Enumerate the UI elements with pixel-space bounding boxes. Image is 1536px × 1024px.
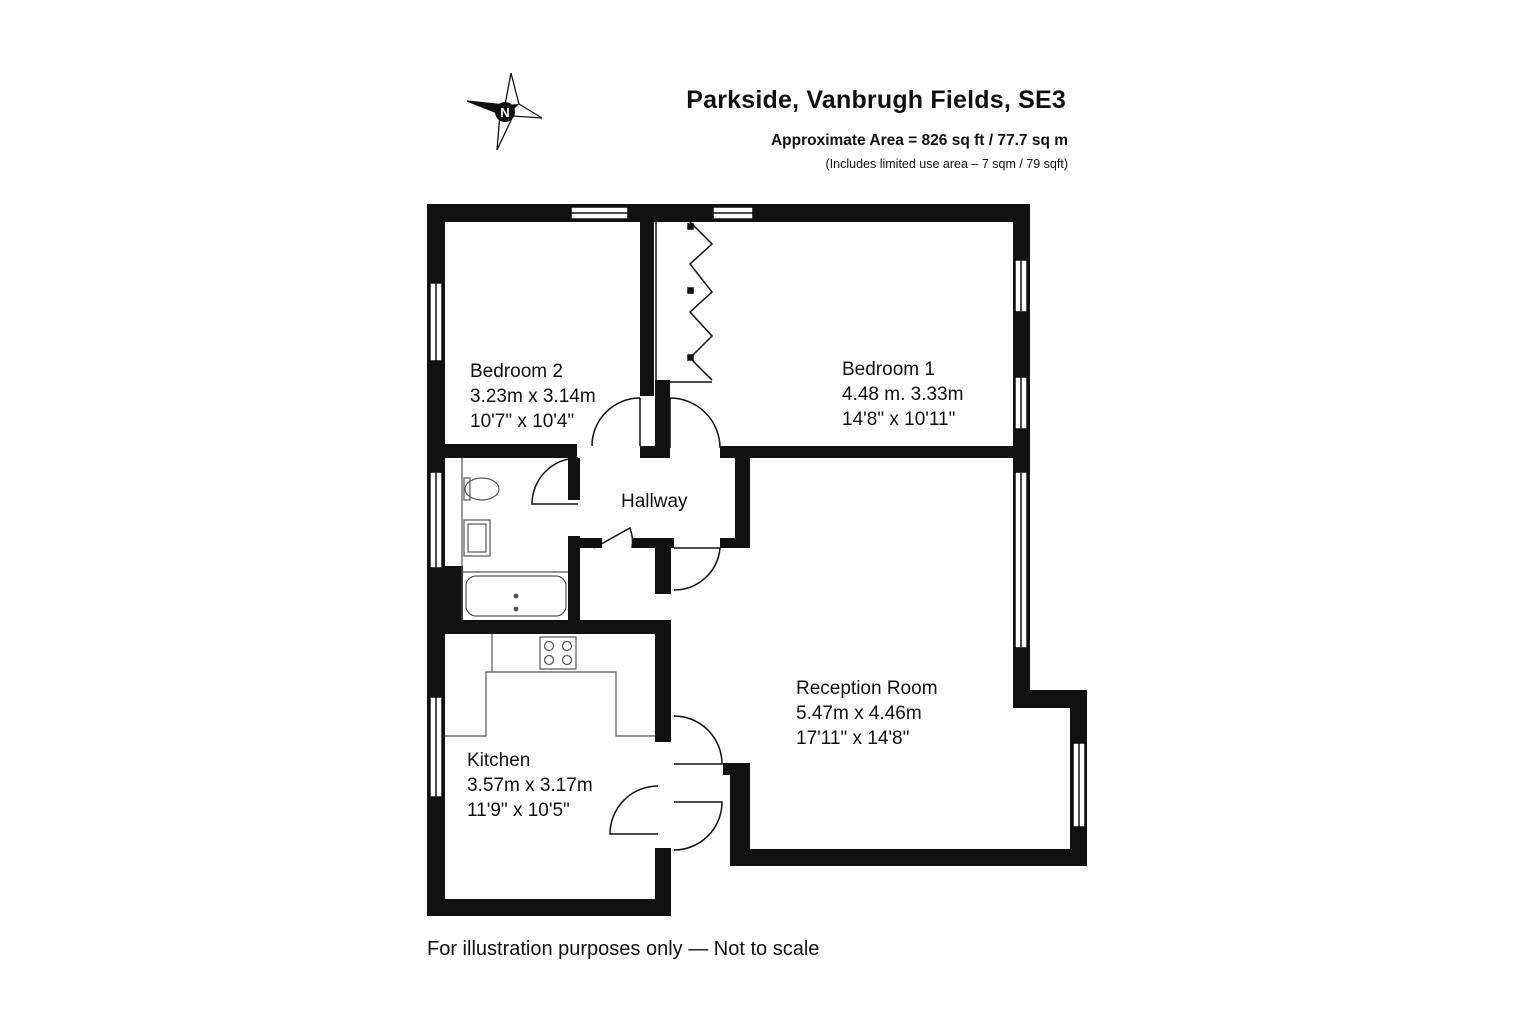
area-note: (Includes limited use area – 7 sqm / 79 …: [825, 157, 1068, 171]
room-label-reception: Reception Room 5.47m x 4.46m 17'11" x 14…: [796, 676, 938, 751]
room-name: Hallway: [621, 491, 688, 512]
wardrobe: [655, 221, 714, 383]
room-metric: 5.47m x 4.46m: [796, 703, 922, 724]
room-label-bedroom-1: Bedroom 1 4.48 m. 3.33m 14'8" x 10'11": [842, 357, 963, 432]
doors: [531, 397, 723, 851]
compass-north-label: N: [500, 105, 509, 120]
room-metric: 3.57m x 3.17m: [467, 775, 593, 796]
area-summary: Approximate Area = 826 sq ft / 77.7 sq m: [770, 132, 1068, 149]
disclaimer: For illustration purposes only — Not to …: [427, 938, 820, 960]
room-label-bedroom-2: Bedroom 2 3.23m x 3.14m 10'7" x 10'4": [470, 359, 596, 434]
room-imperial: 11'9" x 10'5": [467, 800, 570, 821]
room-imperial: 17'11" x 14'8": [796, 728, 910, 749]
room-name: Bedroom 2: [470, 361, 563, 382]
room-name: Reception Room: [796, 678, 938, 699]
room-metric: 3.23m x 3.14m: [470, 386, 596, 407]
windows: [429, 206, 1086, 828]
room-imperial: 14'8" x 10'11": [842, 409, 956, 430]
north-compass-icon: N: [466, 72, 543, 151]
bathroom-fixtures: [461, 458, 568, 620]
kitchen-fixtures: [445, 634, 655, 737]
page-title: Parkside, Vanbrugh Fields, SE3: [686, 86, 1066, 114]
room-name: Bedroom 1: [842, 359, 935, 380]
room-imperial: 10'7" x 10'4": [470, 411, 575, 432]
room-label-hallway: Hallway: [621, 489, 688, 514]
room-name: Kitchen: [467, 750, 531, 771]
room-label-kitchen: Kitchen 3.57m x 3.17m 11'9" x 10'5": [467, 748, 593, 823]
room-metric: 4.48 m. 3.33m: [842, 384, 964, 405]
